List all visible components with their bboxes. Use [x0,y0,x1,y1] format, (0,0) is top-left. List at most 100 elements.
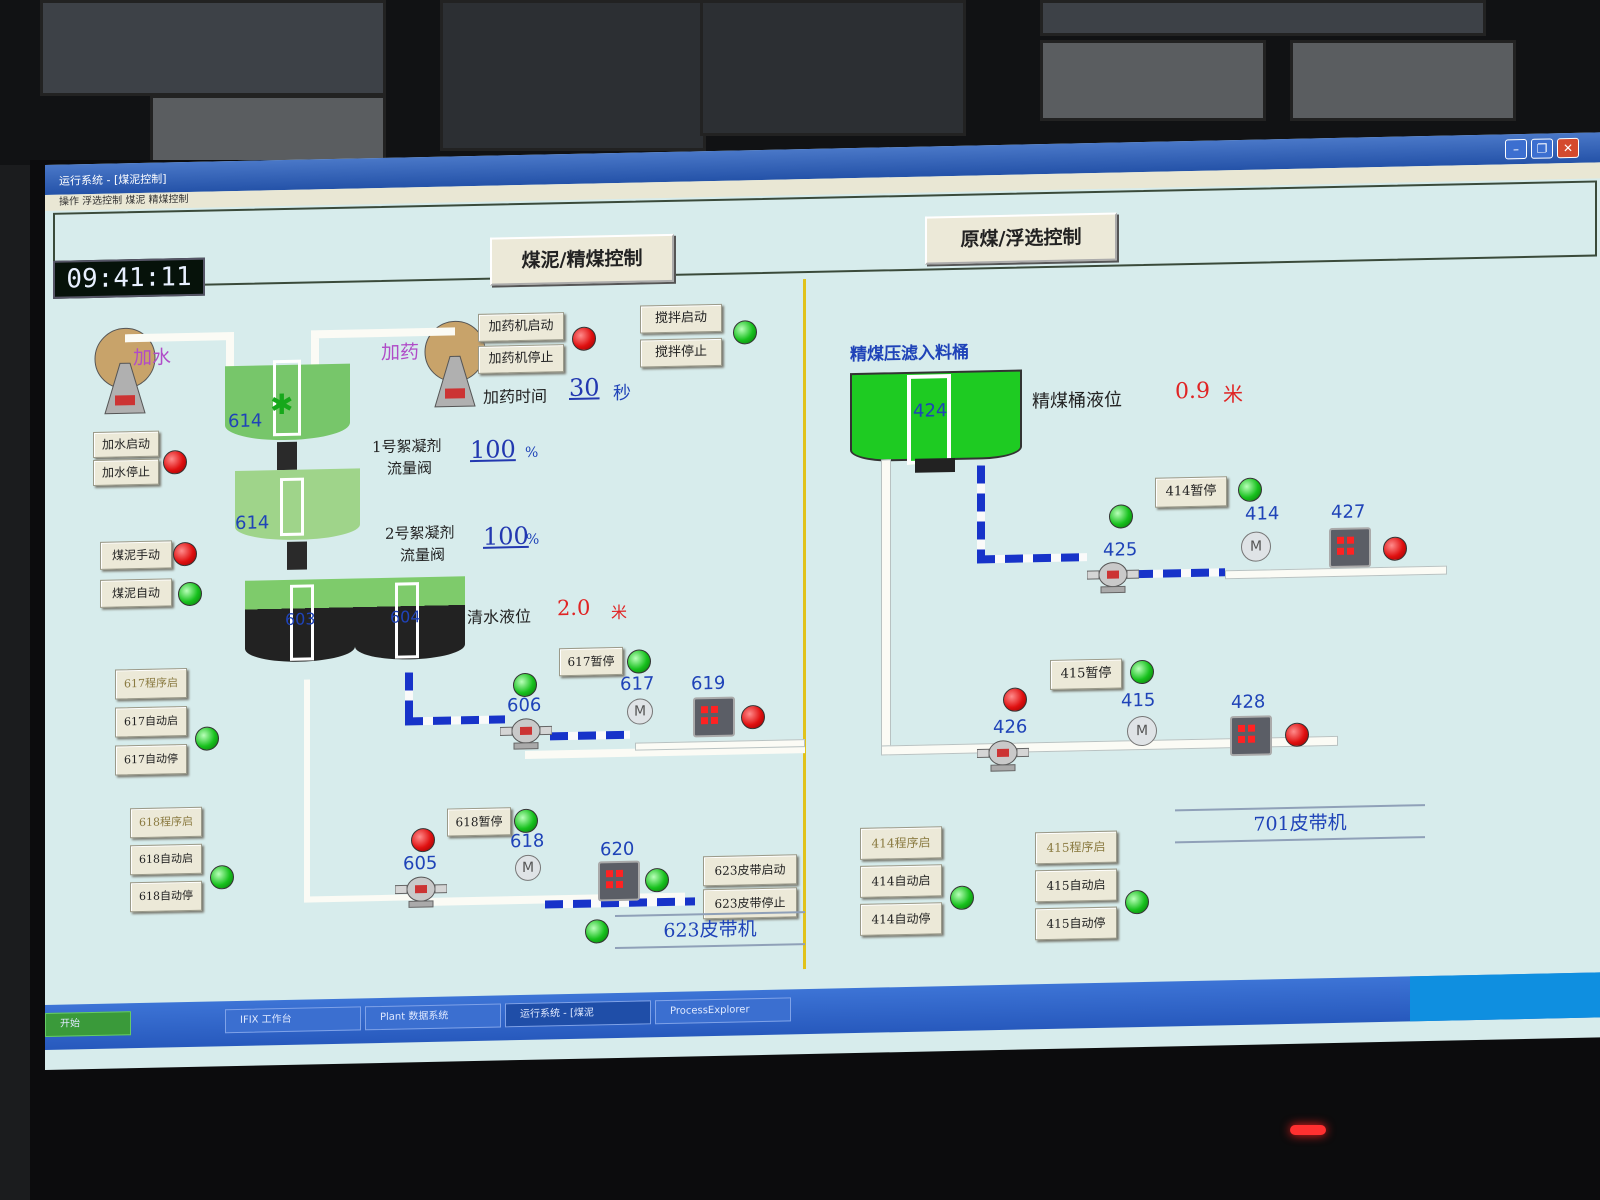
valve1-unit: % [525,444,539,461]
stir-start-button[interactable]: 搅拌启动 [640,303,722,334]
wall-monitor [700,0,966,136]
water-fan-icon [94,327,156,415]
auto-off-415-button[interactable]: 415自动停 [1035,906,1117,941]
hmi-screen: 运行系统 - [煤泥控制] – ❐ ✕ 操作 浮选控制 煤泥 精煤控制 09:4… [45,132,1600,1071]
pump-606-icon [500,718,552,750]
bin-level-unit: 米 [1223,381,1243,407]
tank-tag-603: 603 [285,609,316,629]
pause-415-button[interactable]: 415暂停 [1050,658,1122,690]
valve2-label-line2: 流量阀 [400,545,446,565]
wall-monitor [1040,0,1486,36]
meter-427-lamp [1383,536,1407,561]
valve1-label-line2: 流量阀 [387,458,433,478]
pause-415-lamp [1130,659,1154,685]
bin-title: 精煤压滤入料桶 [850,342,969,366]
wall-monitor [440,0,706,151]
dose-time-unit: 秒 [613,382,631,405]
close-icon[interactable]: ✕ [1557,137,1579,159]
pause-617-button[interactable]: 617暂停 [559,646,623,677]
clear-level-unit: 米 [611,602,628,623]
auto-415-lamp [1125,889,1149,915]
motor-414-tag: 414 [1245,503,1280,525]
system-tray [1410,972,1600,1022]
bin-outlet [915,457,955,473]
tank-tag-604: 604 [390,607,421,627]
motor-618-tag: 618 [510,830,545,853]
pipe-bin-down [881,459,891,752]
power-led [1290,1125,1326,1135]
valve2-unit: % [526,531,540,548]
water-start-button[interactable]: 加水启动 [93,430,159,458]
pump-426-lamp [1003,687,1027,712]
dose-time-value[interactable]: 30 [569,373,600,403]
dose-fan-icon [424,320,486,408]
minimize-icon[interactable]: – [1505,138,1527,160]
clear-level-value: 2.0 [557,595,591,621]
auto-on-414-button[interactable]: 414自动启 [860,864,942,898]
dose-start-button[interactable]: 加药机启动 [478,312,564,342]
wall-monitor [1040,40,1266,121]
pause-414-lamp [1238,477,1262,503]
auto-off-414-button[interactable]: 414自动停 [860,902,942,936]
meter-619-tag: 619 [691,672,726,695]
belt-701[interactable]: 701皮带机 [1175,804,1425,844]
meter-619-icon[interactable] [693,696,735,738]
auto-off-617-button[interactable]: 617自动停 [115,744,187,776]
pump-605-icon [395,876,447,908]
flow-pipe-606b [550,730,630,741]
water-stop-button[interactable]: 加水停止 [93,458,159,486]
belt623-start-button[interactable]: 623皮带启动 [703,854,797,887]
bin-level-value: 0.9 [1175,378,1210,405]
valve-icon [287,541,307,570]
auto-414-lamp [950,885,974,911]
slime-auto-button[interactable]: 煤泥自动 [100,578,172,608]
wall-monitor [1290,40,1516,121]
pause-414-button[interactable]: 414暂停 [1155,476,1227,508]
prog-618-button[interactable]: 618程序启 [130,806,202,839]
pump-426-icon [977,740,1029,772]
valve2-value[interactable]: 100 [483,521,529,551]
meter-428-icon[interactable] [1230,715,1272,757]
motor-414-icon[interactable]: M [1241,531,1271,562]
auto-on-618-button[interactable]: 618自动启 [130,843,202,876]
stir-stop-button[interactable]: 搅拌停止 [640,337,722,368]
valve1-label-line1: 1号絮凝剂 [372,436,442,457]
pump-606-tag: 606 [507,694,542,717]
taskbar-item[interactable]: IFIX 工作台 [225,1006,361,1034]
dose-stop-button[interactable]: 加药机停止 [478,344,564,374]
video-wall [0,0,1600,165]
taskbar-item[interactable]: Plant 数据系统 [365,1003,501,1031]
pump-425-tag: 425 [1103,539,1138,561]
pump-425-icon [1087,562,1139,594]
flow-pipe-425 [977,553,1087,564]
auto-on-415-button[interactable]: 415自动启 [1035,868,1117,903]
auto-on-617-button[interactable]: 617自动启 [115,706,187,738]
prog-414-button[interactable]: 414程序启 [860,826,942,860]
motor-617-tag: 617 [620,673,655,695]
flow-pipe-606 [405,672,413,723]
nav-raw-button[interactable]: 原煤/浮选控制 [925,212,1117,265]
meter-620-icon[interactable] [598,860,640,902]
meter-427-icon[interactable] [1329,527,1371,569]
tank-tag-614a: 614 [228,410,263,433]
valve-icon [277,441,297,471]
motor-415-tag: 415 [1121,689,1156,712]
restore-icon[interactable]: ❐ [1531,138,1553,159]
valve1-value[interactable]: 100 [470,435,516,465]
start-button[interactable]: 开始 [45,1011,131,1037]
water-label: 加水 [133,346,172,370]
prog-617-button[interactable]: 617程序启 [115,668,187,700]
tank-tag-614b: 614 [235,512,270,535]
meter-427-tag: 427 [1331,501,1366,524]
flow-pipe-425b [1135,568,1225,579]
prog-415-button[interactable]: 415程序启 [1035,830,1117,865]
slime-manual-button[interactable]: 煤泥手动 [100,540,172,570]
taskbar-item[interactable]: ProcessExplorer [655,997,791,1025]
auto-off-618-button[interactable]: 618自动停 [130,880,202,913]
pause-618-button[interactable]: 618暂停 [447,807,511,837]
agitator-icon: ✱ [270,387,294,422]
taskbar-item-active[interactable]: 运行系统 - [煤泥 [505,1000,651,1028]
bin-level-label: 精煤桶液位 [1032,389,1122,413]
pump-605-tag: 605 [403,852,438,875]
belt-623[interactable]: 623皮带机 [615,911,805,950]
